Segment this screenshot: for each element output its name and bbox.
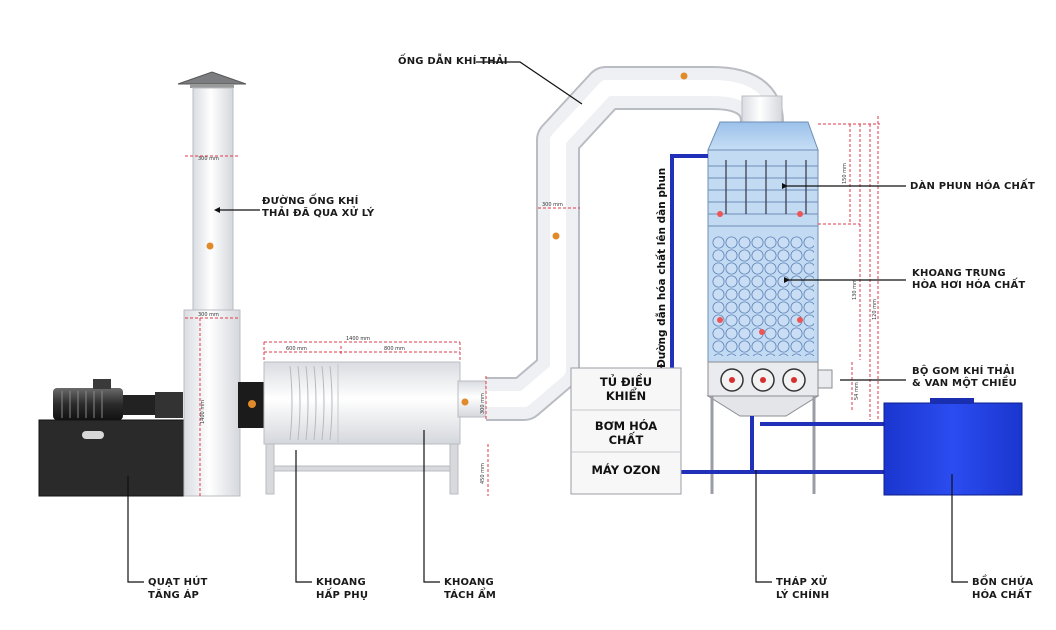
moist-label-line1: KHOANG: [444, 577, 494, 588]
treated-stack-label-line1: ĐƯỜNG ỐNG KHÍ: [262, 196, 359, 207]
moist-label-line2: TÁCH ẨM: [444, 590, 497, 601]
adsorb-label-line2: HẤP PHỤ: [316, 590, 369, 601]
pump-line2: CHẤT: [608, 433, 644, 447]
exhaust-duct-label: ỐNG DẪN KHÍ THẢI: [398, 56, 508, 67]
fan-base: [38, 419, 190, 497]
treated-stack-label-line2: THẢI ĐÃ QUA XỬ LÝ: [262, 208, 375, 219]
dim-chamber-left: 600 mm: [286, 346, 307, 352]
neutralize-label-line2: HÒA HƠI HÓA CHẤT: [912, 280, 1026, 291]
dim-stand-height: 450 mm: [480, 463, 486, 484]
dim-chamber-right: 800 mm: [384, 346, 405, 352]
dim-duct-width: 300 mm: [542, 202, 563, 208]
tower-label-line2: LÝ CHÍNH: [776, 590, 830, 601]
control-panel-line2: KHIỂN: [605, 389, 647, 403]
dim-chamber-total: 1400 mm: [346, 336, 370, 342]
dimension-texts: 300 mm 300 mm 1400 mm 1400 mm 600 mm 800…: [198, 156, 878, 484]
spray-manifold-label: DÀN PHUN HÓA CHẤT: [910, 181, 1036, 192]
fan-motor: [53, 388, 123, 420]
dim-tower-total: 120 mm: [872, 299, 878, 320]
dim-tower-bottom: 54 mm: [854, 382, 860, 400]
stack-cap: [177, 71, 247, 85]
dim-stack-base: 300 mm: [198, 312, 219, 318]
leader-lines: [127, 61, 968, 583]
dim-stack-height: 1400 mm: [200, 400, 206, 424]
adsorb-label-line1: KHOANG: [316, 577, 366, 588]
dim-stack-top: 300 mm: [198, 156, 219, 162]
dim-inlet: 300 mm: [480, 393, 486, 414]
chemical-tank: [883, 398, 1023, 496]
pump-line1: BƠM HÓA: [594, 419, 658, 433]
chem-pipe-vertical-label: Đường dẫn hóa chất lên dàn phun: [655, 168, 668, 368]
dimension-lines: [185, 116, 880, 496]
tank-label-line2: HÓA CHẤT: [972, 590, 1032, 601]
exhaust-stack: [177, 71, 266, 497]
chemical-pipes: [670, 154, 886, 474]
fan-label-line1: QUẠT HÚT: [148, 577, 208, 588]
treatment-tower: [706, 121, 833, 494]
control-box-frame: [570, 367, 682, 495]
dim-tower-mid: 130 mm: [852, 279, 858, 300]
collector-label-line1: BỘ GOM KHÍ THẢI: [912, 366, 1015, 377]
tank-label-line1: BỒN CHỨA: [972, 577, 1034, 588]
tower-label-line1: THÁP XỬ: [776, 577, 828, 588]
collector-label-line2: & VAN MỘT CHIỀU: [912, 378, 1017, 389]
chamber-unit: [263, 361, 487, 495]
ozone-label: MÁY OZON: [591, 463, 661, 477]
dim-tower-top: 150 mm: [842, 163, 848, 184]
fan-label-line2: TĂNG ÁP: [148, 590, 200, 601]
control-panel-line1: TỦ ĐIỀU: [599, 375, 653, 389]
neutralize-label-line1: KHOANG TRUNG: [912, 268, 1006, 279]
booster-fan: [38, 379, 190, 497]
